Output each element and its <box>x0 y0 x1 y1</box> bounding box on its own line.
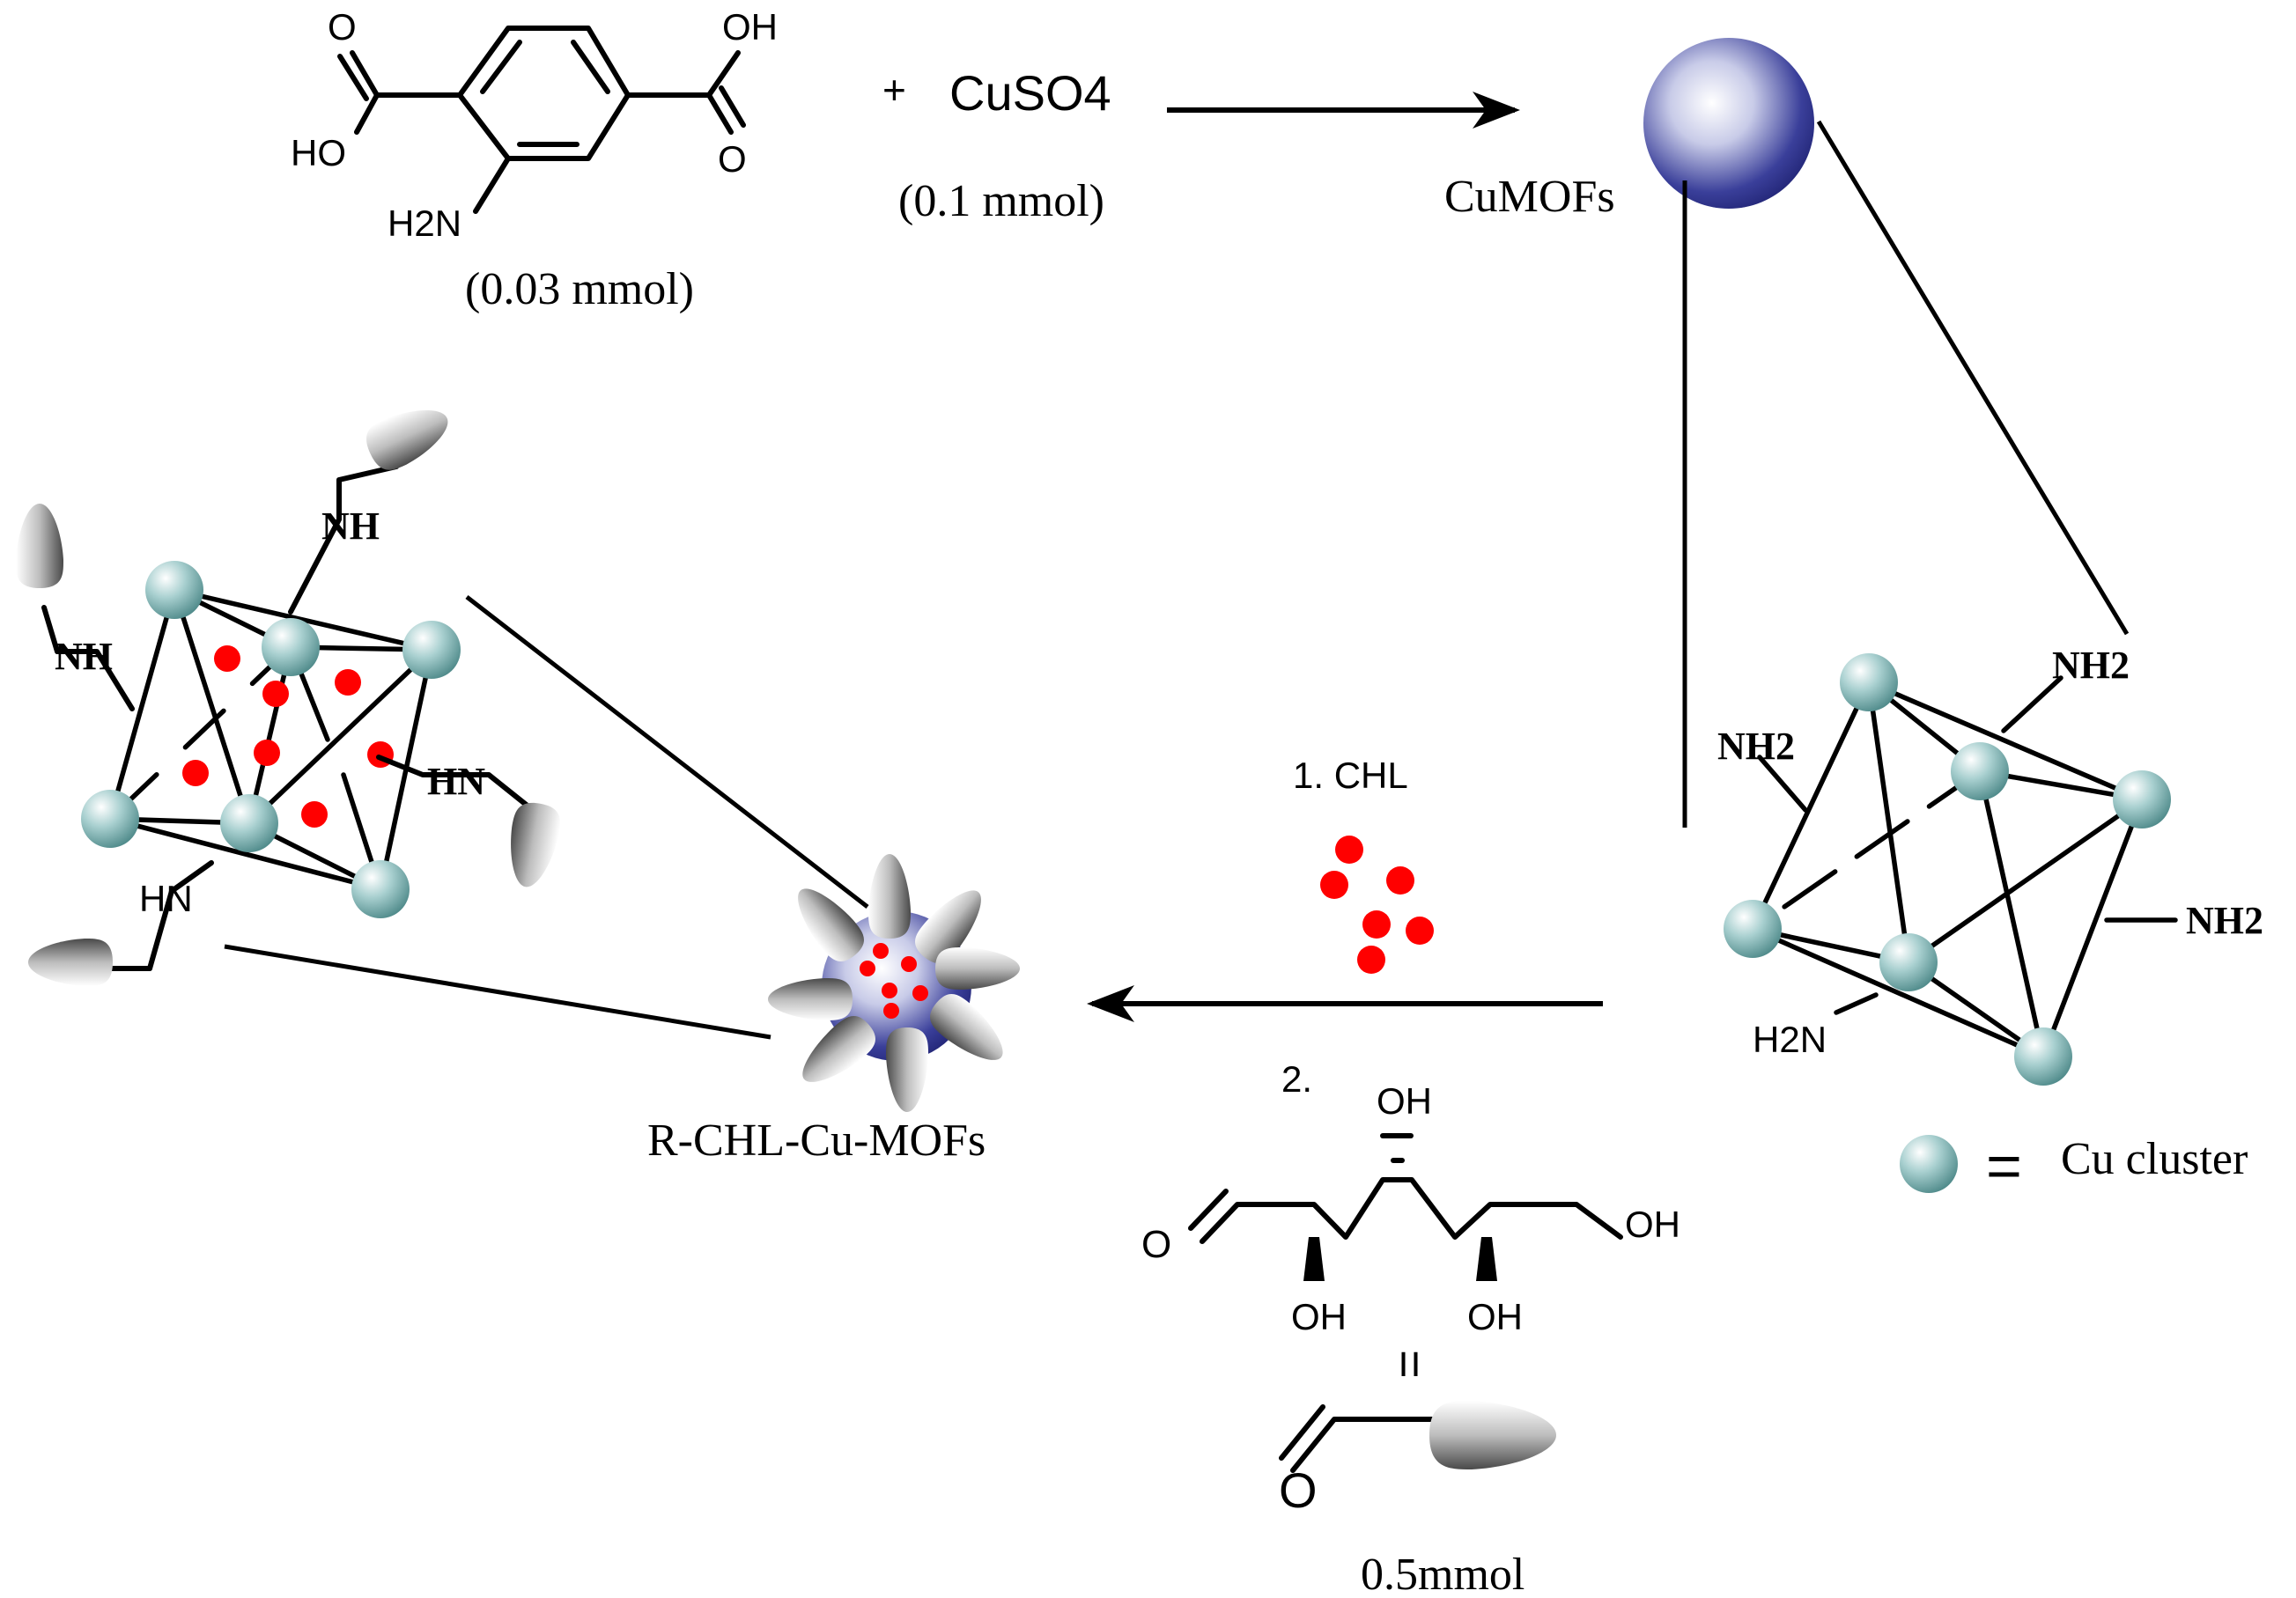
aldehyde-o-label: O <box>1279 1462 1318 1518</box>
sugar-drop-icon <box>935 947 1020 990</box>
cu-node <box>81 790 139 848</box>
ligand-o-right: O <box>718 138 747 180</box>
chl-dot <box>1357 946 1385 974</box>
sugar-drop-icon <box>28 939 113 986</box>
sugar-o-left: O <box>1141 1223 1171 1266</box>
chl-dot <box>335 669 361 696</box>
nh2-top-label: NH2 <box>2052 644 2130 687</box>
cu-node <box>262 618 320 676</box>
ligand-oh-right: OH <box>722 6 778 48</box>
cuso4-label: CuSO4 <box>949 65 1111 121</box>
cuso4-amount: (0.1 mmol) <box>898 176 1104 226</box>
zoom-line-lower <box>224 944 771 1040</box>
nh2-left-label: NH2 <box>1717 725 1795 768</box>
chl-dot <box>301 801 328 828</box>
chl-dot <box>262 681 289 707</box>
sugar-oh-bottom-right: OH <box>1467 1296 1523 1337</box>
hn-bottom-label: HN <box>139 878 193 919</box>
cu-node <box>402 621 461 679</box>
hn-right-label: HN <box>427 760 485 803</box>
chl-dot <box>1362 910 1391 939</box>
chl-dot <box>1386 866 1414 895</box>
cu-node <box>351 860 410 918</box>
cu-node <box>2014 1027 2072 1086</box>
cu-node <box>1951 742 2009 800</box>
chl-dot <box>254 740 280 766</box>
zoom-line-upper <box>465 595 869 909</box>
chl-dot <box>1406 917 1434 945</box>
ligand-o-top: O <box>328 6 357 48</box>
cu-node <box>1724 900 1782 958</box>
cumofs-sphere <box>1643 38 1814 209</box>
step2-label: 2. <box>1281 1058 1312 1100</box>
final-product-sphere <box>768 854 1020 1112</box>
step1-label: 1. CHL <box>1293 755 1408 796</box>
sugar-oh-bottom-left: OH <box>1291 1296 1347 1337</box>
sugar-structure: OH O OH OH OH = O 0.5mmol <box>1141 1080 1680 1598</box>
sugar-equals: = <box>1383 1350 1438 1379</box>
ligand-amine: H2N <box>388 203 461 244</box>
chl-dot <box>182 760 209 786</box>
legend-equals: = <box>1986 1131 2022 1200</box>
sugar-oh-right: OH <box>1625 1204 1680 1245</box>
sugar-drop-icon <box>15 504 63 588</box>
nh-left-label: NH <box>55 635 113 678</box>
cumofs-label: CuMOFs <box>1444 172 1615 222</box>
sugar-oh-top: OH <box>1377 1080 1432 1122</box>
amine-cluster: NH2 NH2 NH2 H2N <box>1717 644 2263 1086</box>
zoom-line-right <box>1816 120 2130 636</box>
chl-dot <box>1335 836 1363 864</box>
legend-text: Cu cluster <box>2061 1134 2248 1184</box>
nh2-right-label: NH2 <box>2186 899 2263 942</box>
chl-dot <box>1320 871 1348 899</box>
final-product-label: R-CHL-Cu-MOFs <box>647 1116 986 1166</box>
nh-top-label: NH <box>321 504 380 548</box>
sugar-drop-icon <box>886 1027 928 1112</box>
sugar-drop-icon <box>768 978 853 1020</box>
sugar-drop-icon <box>359 394 458 477</box>
aminoterephthalic-acid: O HO OH O H2N (0.03 mmol) <box>291 6 778 314</box>
sugar-drop-icon <box>502 799 564 891</box>
cu-node <box>220 794 278 852</box>
ligand-amount: (0.03 mmol) <box>465 264 694 314</box>
plus-sign: + <box>882 67 906 113</box>
cu-node <box>1879 933 1938 991</box>
cu-cluster-legend-icon <box>1900 1135 1958 1193</box>
cu-node <box>2113 770 2171 828</box>
cu-node <box>1840 653 1898 711</box>
cu-node <box>145 561 203 619</box>
sugar-drop-icon <box>868 854 911 939</box>
functionalized-cluster: NH NH HN HN <box>15 394 564 986</box>
chl-dot <box>214 645 240 672</box>
h2n-bottom-label: H2N <box>1753 1019 1827 1060</box>
sugar-drop-icon <box>1429 1401 1556 1469</box>
sugar-amount: 0.5mmol <box>1361 1550 1525 1598</box>
ligand-ho-left: HO <box>291 132 346 173</box>
